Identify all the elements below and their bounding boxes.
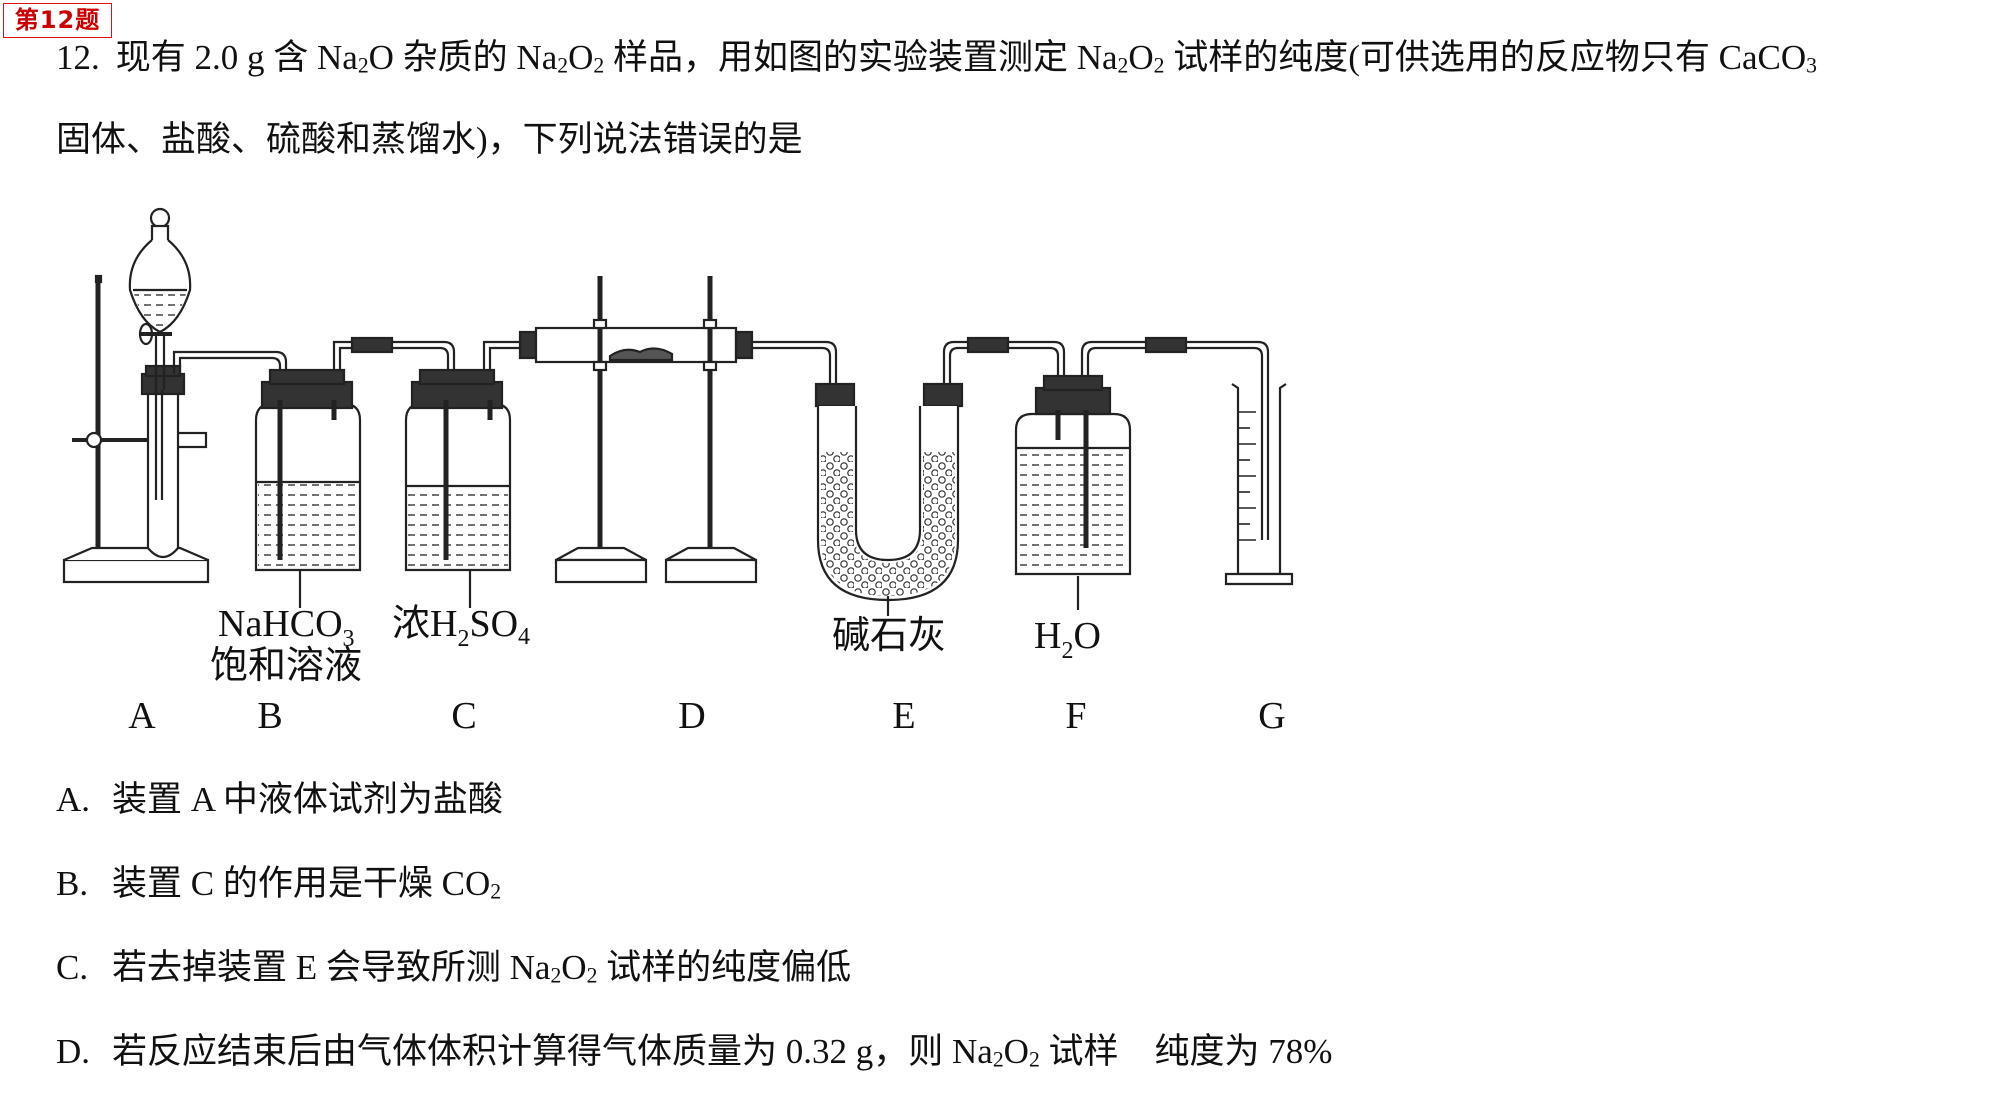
option-c: C.若去掉装置 E 会导致所测 Na2O2 试样的纯度偏低	[56, 948, 852, 988]
device-b	[254, 336, 456, 608]
label-b-reagent-line1: NaHCO3	[218, 603, 355, 652]
label-c-reagent: 浓H2SO4	[392, 603, 530, 652]
device-label-b: B	[257, 695, 282, 737]
device-d	[518, 276, 838, 584]
device-f	[1014, 336, 1270, 610]
device-label-e: E	[892, 695, 915, 737]
option-d: D.若反应结束后由气体体积计算得气体质量为 0.32 g，则 Na2O2 试样纯…	[56, 1032, 1333, 1072]
label-e-reagent: 碱石灰	[832, 615, 946, 657]
question-line-2: 固体、盐酸、硫酸和蒸馏水)，下列说法错误的是	[56, 120, 803, 159]
question-number: 12.	[56, 38, 100, 77]
device-label-f: F	[1065, 695, 1086, 737]
device-label-c: C	[451, 695, 476, 737]
device-g	[1224, 383, 1294, 586]
option-b: B.装置 C 的作用是干燥 CO2	[56, 864, 502, 904]
device-c	[404, 340, 520, 608]
device-label-a: A	[128, 695, 156, 737]
device-label-d: D	[678, 695, 705, 737]
option-a: A.装置 A 中液体试剂为盐酸	[56, 780, 503, 819]
label-b-reagent-line2: 饱和溶液	[210, 645, 362, 687]
device-e	[814, 336, 1066, 616]
device-label-g: G	[1258, 695, 1285, 737]
question-tag: 第12题	[3, 3, 112, 38]
label-f-reagent: H2O	[1034, 615, 1101, 664]
device-a	[62, 207, 288, 584]
question-line-1: 12.现有 2.0 g 含 Na2O 杂质的 Na2O2 样品，用如图的实验装置…	[56, 38, 1818, 78]
